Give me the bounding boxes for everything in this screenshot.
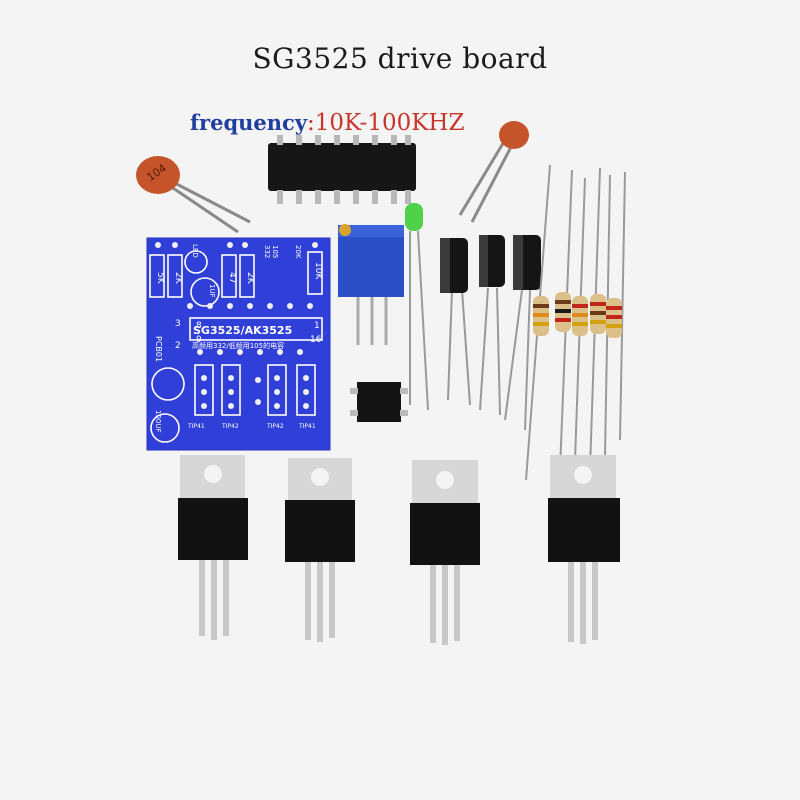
- page-title: SG3525 drive board: [252, 42, 548, 75]
- pcb-pin-8: 8: [196, 321, 202, 331]
- electrolytic-capacitors: [440, 235, 541, 431]
- pcb-transistor-label-3: TIP41: [298, 423, 316, 430]
- pcb-board: SG3525/AK3525 高频用332/低频用105的电容 5K 2K 47 …: [146, 237, 331, 451]
- frequency-label: frequency: [190, 110, 308, 135]
- pcb-cap2-value: 100UF: [154, 410, 162, 433]
- ceramic-capacitor-left: 104: [136, 156, 251, 234]
- pcb-cap-label-0: 332: [263, 245, 271, 258]
- pcb-cap-label-1: 105: [271, 245, 279, 258]
- pcb-pin-16: 16: [310, 335, 322, 345]
- to220-transistor-4: [548, 455, 620, 644]
- pcb-led-label: LED: [191, 244, 199, 258]
- to220-transistor-1: [178, 455, 248, 640]
- pcb-transistor-label-0: TIP41: [187, 423, 205, 430]
- dip16-ic: [268, 135, 416, 204]
- pcb-pin-2: 2: [175, 341, 181, 351]
- frequency-caption: frequency:10K-100KHZ: [190, 110, 464, 136]
- pcb-pin-1: 1: [314, 321, 320, 331]
- pcb-id: PCB01: [154, 336, 163, 362]
- pcb-chip-label: SG3525/AK3525: [193, 324, 292, 337]
- pcb-pin-3: 3: [175, 319, 181, 329]
- pcb-res-label-3: 2K: [245, 272, 255, 285]
- to220-transistor-2: [285, 458, 355, 642]
- green-led: [405, 203, 429, 411]
- pcb-res-label-4: 10K: [313, 262, 323, 280]
- pcb-cap-value: 1UF: [208, 284, 216, 298]
- pcb-cap-label-2: 20K: [294, 245, 302, 259]
- to220-transistor-3: [410, 460, 480, 645]
- optocoupler: [350, 382, 408, 422]
- pcb-transistor-label-2: TIP42: [266, 423, 284, 430]
- resistors: [525, 164, 626, 481]
- pcb-pin-9: 9: [196, 335, 202, 345]
- pcb-res-label-1: 2K: [173, 272, 183, 285]
- pcb-chinese-note: 高频用332/低频用105的电容: [192, 341, 284, 350]
- pcb-transistor-label-1: TIP42: [221, 423, 239, 430]
- trim-potentiometer: [338, 224, 404, 345]
- ceramic-capacitor-right: [458, 121, 529, 223]
- frequency-value: :10K-100KHZ: [307, 110, 465, 136]
- pcb-res-label-2: 47: [227, 272, 237, 283]
- pcb-res-label-0: 5K: [155, 272, 165, 285]
